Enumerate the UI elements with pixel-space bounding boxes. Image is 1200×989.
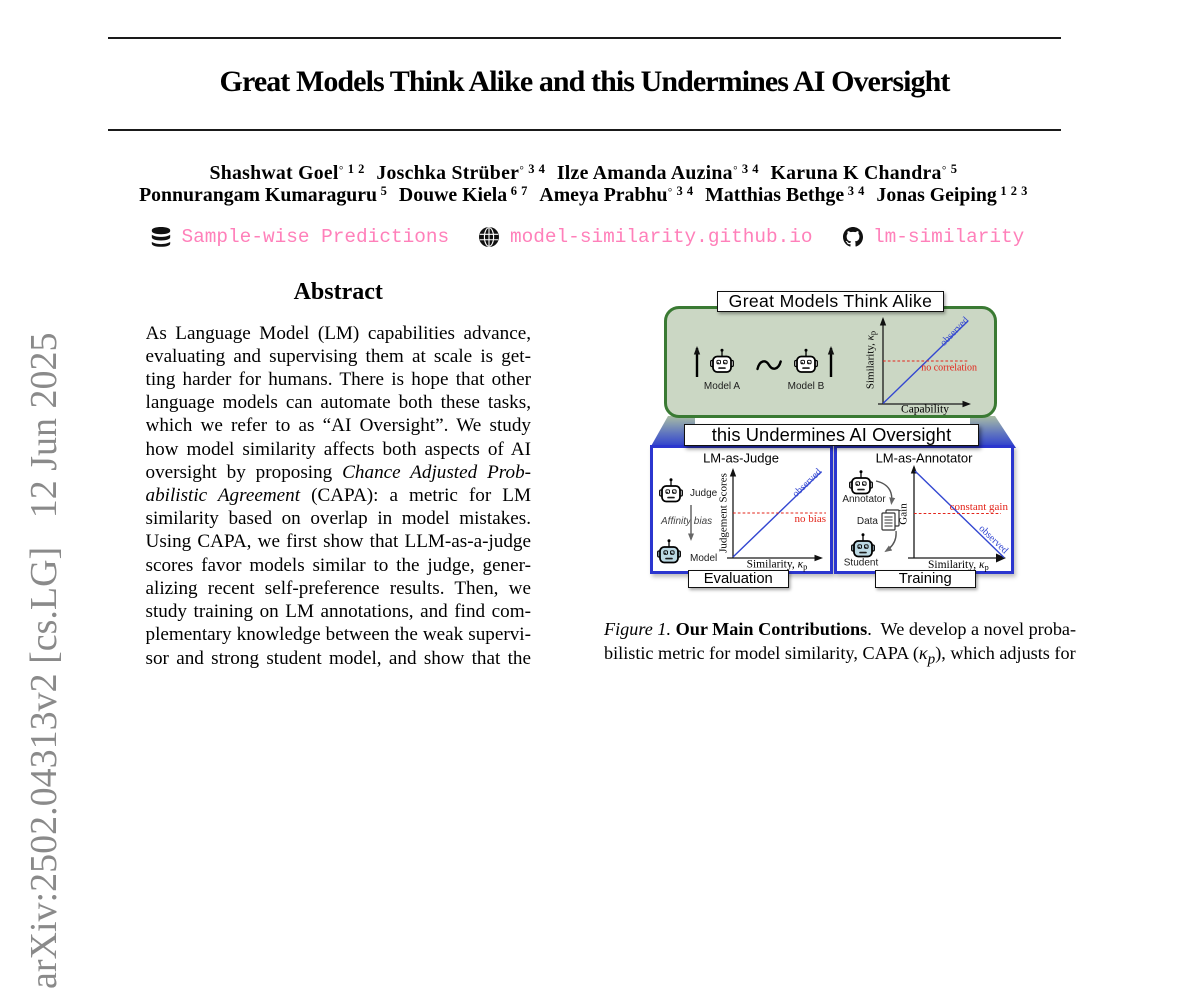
svg-text:Judgement Scores: Judgement Scores: [718, 473, 730, 553]
svg-text:Model A: Model A: [704, 381, 740, 392]
svg-text:Annotator: Annotator: [842, 494, 886, 505]
svg-text:Model B: Model B: [788, 381, 825, 392]
svg-text:Judge: Judge: [690, 488, 718, 499]
svg-text:no correlation: no correlation: [921, 363, 977, 374]
svg-text:Data: Data: [857, 516, 879, 527]
svg-text:Similarity, κp: Similarity, κp: [865, 331, 878, 389]
svg-text:observed: observed: [938, 315, 971, 349]
svg-text:Capability: Capability: [901, 404, 949, 416]
svg-text:observed: observed: [790, 467, 824, 500]
svg-text:Similarity, κp: Similarity, κp: [928, 559, 989, 572]
svg-text:Affinity bias: Affinity bias: [660, 516, 712, 527]
svg-text:constant gain: constant gain: [950, 501, 1009, 513]
svg-text:no bias: no bias: [795, 513, 826, 525]
svg-text:observed: observed: [976, 523, 1010, 556]
svg-text:LM-as-Annotator: LM-as-Annotator: [876, 451, 973, 466]
svg-text:Student: Student: [844, 558, 879, 569]
svg-text:Model: Model: [690, 553, 717, 564]
svg-text:Gain: Gain: [898, 503, 910, 525]
svg-text:Similarity, κp: Similarity, κp: [747, 559, 808, 572]
svg-text:LM-as-Judge: LM-as-Judge: [703, 451, 779, 466]
